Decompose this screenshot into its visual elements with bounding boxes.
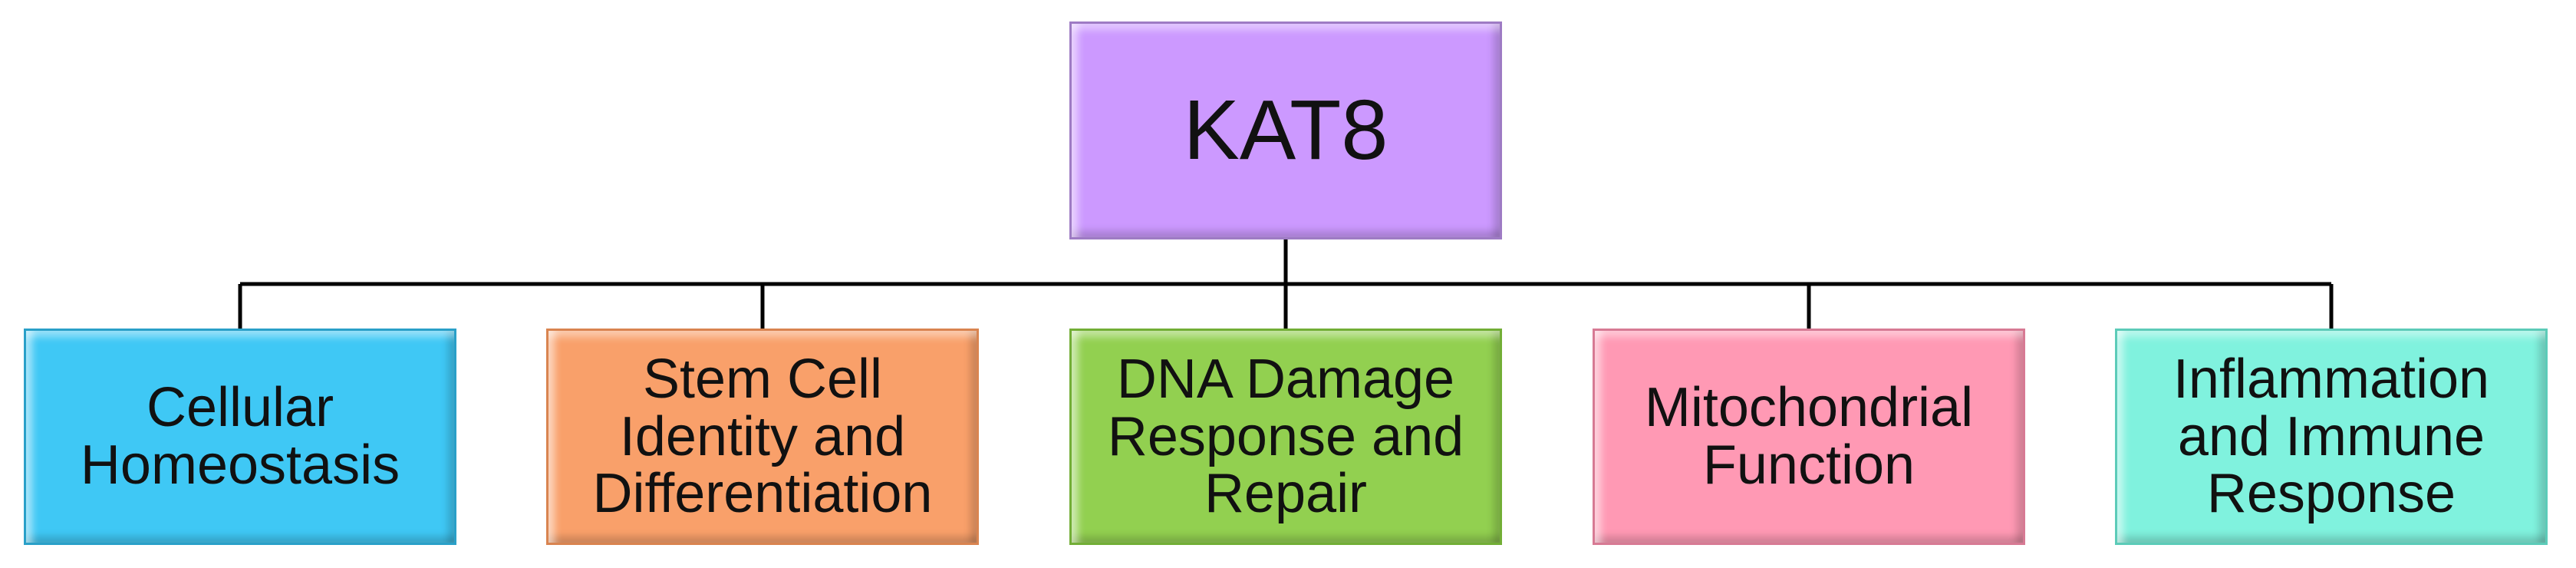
child-node-label: DNA Damage Response and Repair <box>1107 348 1464 525</box>
child-node-inflammation: Inflammation and Immune Response <box>2115 329 2548 545</box>
child-node-mitochondrial: Mitochondrial Function <box>1593 329 2025 545</box>
root-node-kat8: KAT8 <box>1069 21 1502 239</box>
child-node-label: Mitochondrial Function <box>1644 377 1974 496</box>
child-node-dna-damage: DNA Damage Response and Repair <box>1069 329 1502 545</box>
child-node-label: Cellular Homeostasis <box>80 377 400 496</box>
child-node-stem-cell: Stem Cell Identity and Differentiation <box>546 329 979 545</box>
child-node-label: Stem Cell Identity and Differentiation <box>592 348 933 525</box>
child-node-cellular-homeostasis: Cellular Homeostasis <box>24 329 456 545</box>
child-node-label: Inflammation and Immune Response <box>2172 348 2490 525</box>
root-node-label: KAT8 <box>1183 82 1388 177</box>
